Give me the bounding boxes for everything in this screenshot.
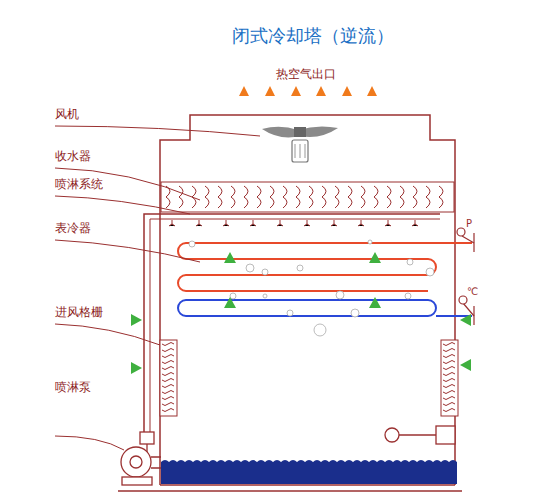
louver-blades	[162, 343, 455, 412]
coil	[178, 243, 472, 316]
hot-air-arrows	[103, 86, 377, 96]
part-label: 进风格栅	[55, 306, 103, 319]
basin-water	[161, 460, 457, 484]
fan	[262, 126, 338, 162]
eliminator-blades	[166, 186, 443, 208]
leader-lines	[55, 126, 260, 450]
water-drops	[189, 240, 434, 336]
part-label: 喷淋系统	[55, 178, 103, 191]
gauge-symbol: P	[466, 218, 472, 229]
gauges	[457, 228, 474, 325]
outlet-label: 热空气出口	[276, 68, 336, 81]
float-valve	[385, 426, 455, 444]
part-label: 收水器	[55, 150, 91, 163]
drift-eliminator	[161, 182, 454, 212]
tower-housing	[160, 115, 455, 485]
part-label: 风机	[55, 108, 79, 121]
spray-pump	[121, 432, 161, 485]
base-line	[118, 490, 462, 492]
part-label: 表冷器	[55, 222, 91, 235]
spray-nozzles	[169, 220, 418, 226]
spray-pipe-inner	[150, 219, 440, 432]
title: 闭式冷却塔（逆流）	[232, 26, 394, 46]
gauge-symbol: ℃	[467, 286, 478, 297]
right-louver	[441, 340, 458, 416]
basin-bottom	[160, 484, 455, 486]
air-arrows	[131, 252, 471, 374]
spray-pipe	[144, 214, 440, 432]
left-louver	[160, 340, 177, 416]
part-label: 喷淋泵	[55, 381, 91, 394]
